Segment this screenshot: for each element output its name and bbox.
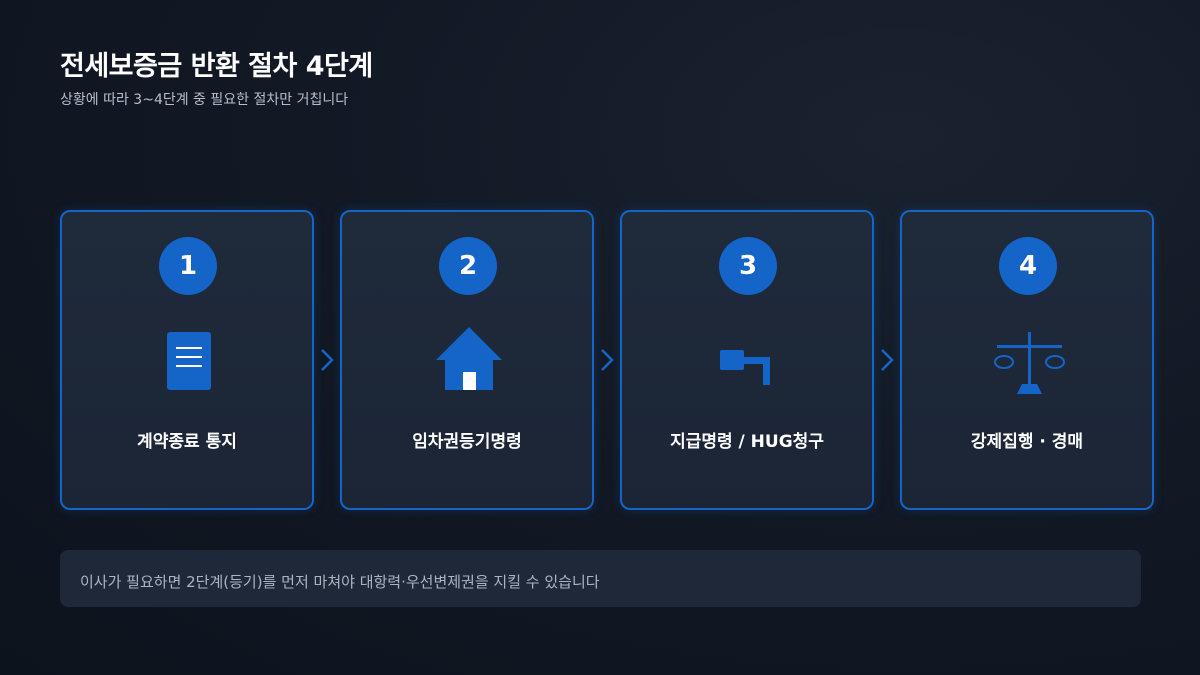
step-number-badge: 2 — [439, 237, 497, 295]
gavel-icon — [699, 322, 799, 402]
note-box: 이사가 필요하면 2단계(등기)를 먼저 마쳐야 대항력·우선변제권을 지킬 수… — [60, 550, 1141, 607]
page-title: 전세보증금 반환 절차 4단계 — [60, 51, 373, 82]
page-subtitle: 상황에 따라 3~4단계 중 필요한 절차만 거칩니다 — [60, 92, 349, 108]
note-text: 이사가 필요하면 2단계(등기)를 먼저 마쳐야 대항력·우선변제권을 지킬 수… — [80, 573, 600, 591]
house-icon — [419, 322, 519, 402]
step-number-badge: 3 — [719, 237, 777, 295]
scales-icon — [979, 322, 1079, 402]
step-number-badge: 4 — [999, 237, 1057, 295]
step-card-1: 1 계약종료 통지 — [60, 210, 314, 510]
chevron-right-icon — [601, 349, 614, 371]
step-label: 지급명령 / HUG청구 — [670, 432, 824, 452]
document-icon — [139, 322, 239, 402]
step-card-4: 4 강제집행 · 경매 — [900, 210, 1154, 510]
step-label: 계약종료 통지 — [137, 432, 237, 452]
step-card-2: 2 임차권등기명령 — [340, 210, 594, 510]
step-label: 임차권등기명령 — [412, 432, 522, 452]
chevron-right-icon — [321, 349, 334, 371]
chevron-right-icon — [881, 349, 894, 371]
step-label: 강제집행 · 경매 — [970, 432, 1084, 452]
step-number-badge: 1 — [159, 237, 217, 295]
step-card-3: 3 지급명령 / HUG청구 — [620, 210, 874, 510]
